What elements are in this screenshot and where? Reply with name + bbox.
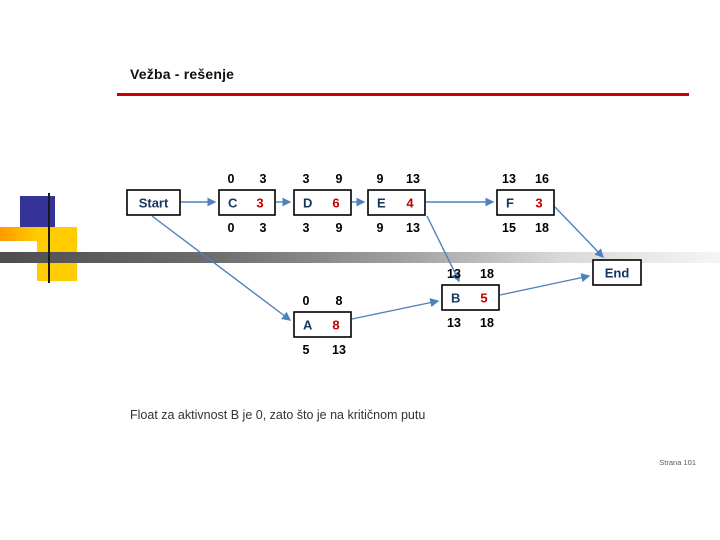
node-late-finish-A: 13 <box>332 343 346 357</box>
node-late-start-D: 3 <box>303 221 310 235</box>
node-duration-E: 4 <box>406 196 414 211</box>
node-early-finish-D: 9 <box>336 172 343 186</box>
node-late-start-B: 13 <box>447 316 461 330</box>
node-early-finish-A: 8 <box>336 294 343 308</box>
node-box-B <box>441 284 500 311</box>
node-letter-B: B <box>451 291 460 306</box>
node-duration-A: 8 <box>332 318 339 333</box>
edge-start-a <box>151 215 292 321</box>
node-late-start-C: 0 <box>228 221 235 235</box>
node-box-start <box>126 189 181 216</box>
node-early-finish-C: 3 <box>260 172 267 186</box>
node-late-finish-C: 3 <box>260 221 267 235</box>
node-early-start-F: 13 <box>502 172 516 186</box>
node-letter-D: D <box>303 196 312 211</box>
node-early-finish-B: 18 <box>480 267 494 281</box>
node-late-start-A: 5 <box>303 343 310 357</box>
node-early-start-B: 13 <box>447 267 461 281</box>
edge-e-b <box>426 215 460 283</box>
node-box-C <box>218 189 276 216</box>
decorative-orange-strip <box>0 227 38 241</box>
node-late-finish-E: 13 <box>406 221 420 235</box>
node-box-E <box>367 189 426 216</box>
node-label-start: Start <box>139 196 169 211</box>
node-box-end <box>592 259 642 286</box>
title-underline <box>117 93 689 96</box>
node-letter-A: A <box>303 318 313 333</box>
node-late-finish-F: 18 <box>535 221 549 235</box>
node-late-start-E: 9 <box>377 221 384 235</box>
slide-caption: Float za aktivnost B je 0, zato što je n… <box>130 408 426 422</box>
node-early-finish-F: 16 <box>535 172 549 186</box>
page-number: Strana 101 <box>659 458 696 467</box>
node-late-start-F: 15 <box>502 221 516 235</box>
edge-b-end <box>499 273 591 296</box>
node-letter-F: F <box>506 196 514 211</box>
node-early-start-E: 9 <box>377 172 384 186</box>
node-box-D <box>293 189 352 216</box>
node-box-A <box>293 311 352 338</box>
node-box-F <box>496 189 555 216</box>
node-letter-E: E <box>377 196 386 211</box>
node-early-start-D: 3 <box>303 172 310 186</box>
node-late-finish-D: 9 <box>336 221 343 235</box>
node-early-start-C: 0 <box>228 172 235 186</box>
node-duration-F: 3 <box>535 196 542 211</box>
node-early-finish-E: 13 <box>406 172 420 186</box>
edge-f-end <box>554 206 604 258</box>
decorative-vertical-line <box>48 193 50 283</box>
decorative-gray-bar <box>0 252 720 263</box>
edge-a-b <box>351 298 440 320</box>
node-early-start-A: 0 <box>303 294 310 308</box>
node-late-finish-B: 18 <box>480 316 494 330</box>
node-duration-D: 6 <box>332 196 339 211</box>
node-label-end: End <box>605 266 630 281</box>
slide-title: Vežba - rešenje <box>130 66 235 82</box>
node-duration-C: 3 <box>256 196 263 211</box>
node-duration-B: 5 <box>480 291 487 306</box>
node-letter-C: C <box>228 196 238 211</box>
